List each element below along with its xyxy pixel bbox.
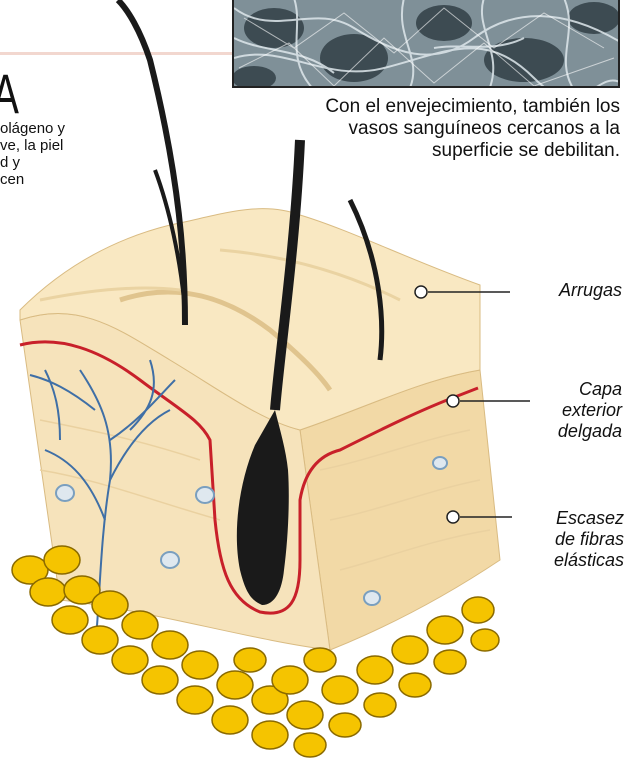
leader-dot-wrinkles xyxy=(415,286,427,298)
label-line: exterior xyxy=(558,400,622,421)
label-line: elásticas xyxy=(554,550,624,571)
leader-dot-fibers xyxy=(447,511,459,523)
label-wrinkles: Arrugas xyxy=(559,280,622,301)
label-line: Capa xyxy=(558,379,622,400)
label-elastic-fibers: Escasez de fibras elásticas xyxy=(554,508,624,571)
label-outer-layer: Capa exterior delgada xyxy=(558,379,622,442)
leader-dot-outer-layer xyxy=(447,395,459,407)
label-line: Escasez xyxy=(554,508,624,529)
label-line: Arrugas xyxy=(559,280,622,301)
label-line: de fibras xyxy=(554,529,624,550)
label-line: delgada xyxy=(558,421,622,442)
